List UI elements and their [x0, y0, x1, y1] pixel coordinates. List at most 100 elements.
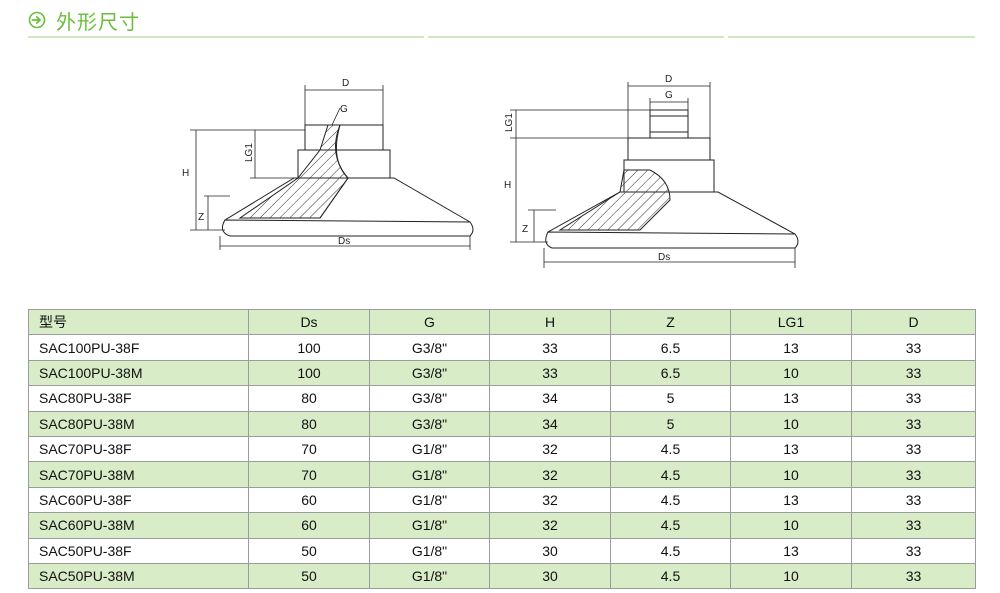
cell-g: G3/8" — [369, 359, 490, 387]
cell-model: SAC100PU-38F — [28, 334, 249, 361]
cell-model: SAC70PU-38M — [28, 461, 249, 488]
cell-model: SAC80PU-38M — [28, 410, 249, 437]
cell-model: SAC100PU-38M — [28, 359, 249, 387]
cell-d: 33 — [851, 512, 976, 539]
cell-g: G1/8" — [369, 512, 490, 539]
cell-g: G3/8" — [369, 385, 490, 412]
cell-ds: 80 — [248, 385, 370, 412]
cell-z: 5 — [610, 385, 731, 412]
cell-g: G1/8" — [369, 435, 490, 463]
dim-label-g: G — [665, 90, 673, 101]
cell-lg1: 13 — [730, 435, 852, 463]
cell-ds: 70 — [248, 435, 370, 463]
cell-z: 4.5 — [610, 435, 731, 463]
suction-cup-male-drawing: D G LG1 H Z Ds — [504, 74, 799, 268]
section-header: 外形尺寸 — [28, 4, 140, 36]
cell-model: SAC70PU-38F — [28, 435, 249, 463]
cell-h: 32 — [489, 435, 611, 463]
cell-g: G1/8" — [369, 461, 490, 488]
cell-h: 34 — [489, 385, 611, 412]
cell-d: 33 — [851, 461, 976, 488]
column-header-ds: Ds — [248, 308, 370, 336]
cell-lg1: 10 — [730, 410, 852, 437]
cell-ds: 80 — [248, 410, 370, 437]
cell-ds: 100 — [248, 359, 370, 387]
cell-lg1: 10 — [730, 512, 852, 539]
dim-label-lg1: LG1 — [244, 143, 255, 162]
cell-z: 6.5 — [610, 334, 731, 361]
cell-g: G1/8" — [369, 486, 490, 514]
cell-ds: 100 — [248, 334, 370, 361]
cell-model: SAC50PU-38M — [28, 562, 249, 590]
cell-lg1: 13 — [730, 385, 852, 412]
dim-label-h: H — [182, 168, 189, 179]
suction-cup-female-drawing: D G H LG1 Z Ds — [182, 78, 474, 250]
cell-lg1: 13 — [730, 537, 852, 564]
dim-label-ds: Ds — [658, 252, 670, 263]
cell-z: 6.5 — [610, 359, 731, 387]
cell-z: 4.5 — [610, 512, 731, 539]
cell-model: SAC60PU-38M — [28, 512, 249, 539]
cell-h: 33 — [489, 359, 611, 387]
cell-g: G3/8" — [369, 334, 490, 361]
cell-z: 4.5 — [610, 486, 731, 514]
cell-h: 32 — [489, 461, 611, 488]
header-divider — [428, 36, 724, 38]
cell-d: 33 — [851, 486, 976, 514]
cell-d: 33 — [851, 359, 976, 387]
table-header-row: 型号 Ds G H Z LG1 D — [28, 308, 976, 336]
dim-label-z: Z — [522, 224, 528, 235]
cell-g: G1/8" — [369, 562, 490, 590]
cell-z: 5 — [610, 410, 731, 437]
column-header-lg1: LG1 — [730, 308, 852, 336]
cell-d: 33 — [851, 537, 976, 564]
cell-z: 4.5 — [610, 562, 731, 590]
cell-d: 33 — [851, 410, 976, 437]
cell-ds: 60 — [248, 512, 370, 539]
cell-model: SAC60PU-38F — [28, 486, 249, 514]
cell-h: 32 — [489, 512, 611, 539]
column-header-d: D — [851, 308, 976, 336]
column-header-z: Z — [610, 308, 731, 336]
arrow-right-circle-icon — [28, 11, 46, 29]
cell-ds: 50 — [248, 562, 370, 590]
column-header-h: H — [489, 308, 611, 336]
cell-h: 34 — [489, 410, 611, 437]
cell-h: 32 — [489, 486, 611, 514]
dim-label-ds: Ds — [338, 236, 350, 247]
cell-g: G1/8" — [369, 537, 490, 564]
cell-d: 33 — [851, 562, 976, 590]
cell-d: 33 — [851, 385, 976, 412]
cell-lg1: 13 — [730, 334, 852, 361]
cell-d: 33 — [851, 334, 976, 361]
header-divider — [28, 36, 424, 38]
cell-h: 33 — [489, 334, 611, 361]
cell-z: 4.5 — [610, 537, 731, 564]
cell-lg1: 10 — [730, 359, 852, 387]
dim-label-lg1: LG1 — [504, 113, 515, 132]
cell-model: SAC80PU-38F — [28, 385, 249, 412]
cell-h: 30 — [489, 562, 611, 590]
cell-g: G3/8" — [369, 410, 490, 437]
cell-d: 33 — [851, 435, 976, 463]
dim-label-g: G — [340, 104, 348, 115]
cell-z: 4.5 — [610, 461, 731, 488]
cell-lg1: 10 — [730, 461, 852, 488]
header-divider — [728, 36, 975, 38]
cell-model: SAC50PU-38F — [28, 537, 249, 564]
cell-ds: 70 — [248, 461, 370, 488]
cell-lg1: 10 — [730, 562, 852, 590]
column-header-model: 型号 — [28, 308, 249, 336]
cell-lg1: 13 — [730, 486, 852, 514]
